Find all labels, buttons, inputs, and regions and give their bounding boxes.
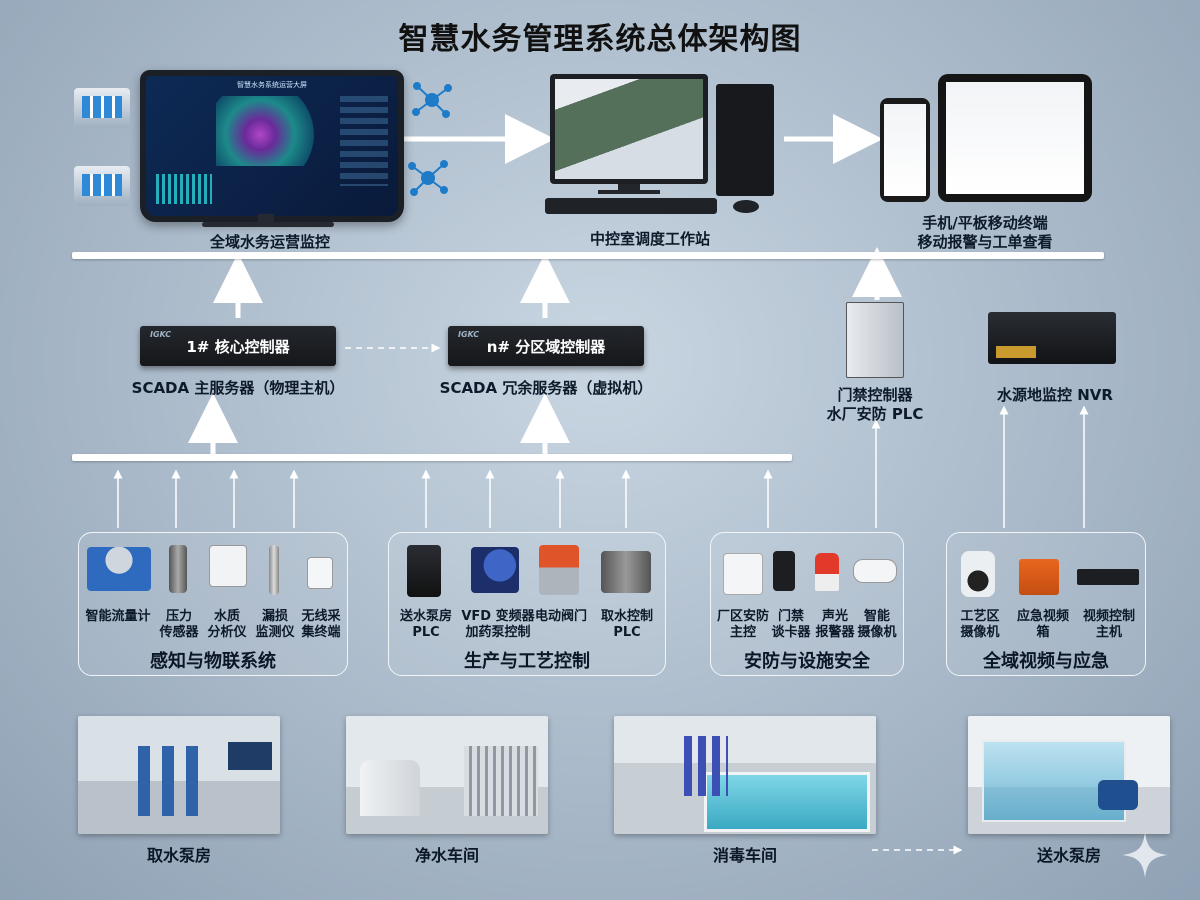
group-title: 生产与工艺控制 [464,651,590,672]
device-label: 谈卡器 [771,625,811,640]
mouse [733,200,759,213]
device-label: 智能流量计 [85,609,151,624]
core-caption: SCADA 主服务器（物理主机） [131,379,345,397]
network-node-icon [408,158,448,198]
device-label: 取水控制 [600,609,653,624]
purification-workshop-photo [346,716,548,834]
water-analyzer-icon [209,545,247,587]
group-title: 感知与物联系统 [150,651,276,672]
electric-valve-icon [539,545,579,595]
device-label: 电动阀门 [534,609,587,624]
device-label: 送水泵房 [399,609,452,624]
supply-pump-room-photo [968,716,1170,834]
camera-icon [853,559,897,583]
device-label: 分析仪 [207,625,247,640]
mobile-label-line1: 手机/平板移动终端 [922,214,1048,232]
phone-device [880,98,930,202]
intake-pump-room-photo [78,716,280,834]
water-gate-icon [74,166,130,206]
workstation-monitor [550,74,708,184]
device-label: 加药泵控制 [465,625,531,640]
flow-meter-icon [87,547,151,591]
device-label: PLC [613,625,641,640]
device-label: 工艺区 [960,609,1000,624]
mobile-label-line2: 移动报警与工单查看 [917,233,1053,251]
group-security: 厂区安防 主控 门禁 谈卡器 声光 报警器 智能 摄像机 安防与设施安全 [710,532,904,676]
device-label: 主控 [729,625,756,640]
door-label-line2: 水厂安防 PLC [826,405,924,423]
field-network-bus [72,454,792,461]
device-label: 报警器 [815,625,855,640]
device-label: 声光 [821,609,848,624]
group-video: 工艺区 摄像机 应急视频 箱 视频控制 主机 全域视频与应急 [946,532,1146,676]
group-production: 送水泵房 PLC VFD 变频器 加药泵控制 电动阀门 取水控制 PLC 生产与… [388,532,666,676]
zone-controller: IGKC n# 分区域控制器 [448,326,644,366]
core-controller: IGKC 1# 核心控制器 [140,326,336,366]
device-label: 主机 [1095,625,1122,640]
workstation-label: 中控室调度工作站 [589,230,710,248]
sparkle-icon [1120,830,1170,880]
screen-title: 智慧水务系统运营大屏 [237,81,307,89]
keyboard [545,198,717,214]
disinfection-workshop-photo [614,716,876,834]
network-node-icon [412,80,452,120]
device-label: 视频控制 [1082,609,1135,624]
alarm-icon [815,553,839,591]
facility-label: 消毒车间 [712,846,777,865]
group-title: 全域视频与应急 [983,651,1109,672]
wireless-terminal-icon [307,557,333,589]
pc-tower [716,84,774,196]
nvr-label: 水源地监控 NVR [997,386,1113,404]
china-map-graphic [216,96,326,166]
video-host-icon [1077,569,1139,585]
emergency-video-box-icon [1019,559,1059,595]
device-label: 摄像机 [857,625,897,640]
facility-label: 取水泵房 [146,846,211,865]
operations-display: 智慧水务系统运营大屏 [140,70,404,222]
water-gate-icon [74,88,130,128]
monitor-label: 全域水务运营监控 [209,233,330,251]
bar-graphic [156,174,212,204]
door-label-line1: 门禁控制器 [837,386,913,404]
device-label: 水质 [213,609,240,624]
intake-plc-icon [601,551,651,593]
device-label: 压力 [165,609,192,624]
ptz-camera-icon [961,551,995,597]
facility-label: 净水车间 [414,846,479,865]
device-label: 智能 [863,609,890,624]
plc-cabinet-icon [407,545,441,597]
card-reader-icon [773,551,795,591]
device-label: 漏损 [261,609,288,624]
device-label: VFD 变频器 [461,609,535,624]
group-sensing: 智能流量计 压力 传感器 水质 分析仪 漏损 监测仪 无线采 集终端 感知与物联… [78,532,348,676]
device-label: 门禁 [777,609,804,624]
group-title: 安防与设施安全 [744,651,870,672]
page-title: 智慧水务管理系统总体架构图 [398,22,802,57]
device-label: PLC [412,625,440,640]
pressure-sensor-icon [169,545,187,593]
device-label: 摄像机 [960,625,1000,640]
dosing-pump-icon [471,547,519,593]
security-panel-icon [723,553,763,595]
core-controller-label: 1# 核心控制器 [186,337,290,356]
device-label: 厂区安防 [716,609,769,624]
top-network-bus [72,252,1104,259]
device-label: 无线采 [301,609,341,624]
zone-caption: SCADA 冗余服务器（虚拟机） [439,379,653,397]
nvr-device [988,312,1116,364]
device-label: 集终端 [301,625,341,640]
leak-monitor-icon [269,545,279,595]
device-label: 箱 [1036,625,1050,640]
facility-label: 送水泵房 [1036,846,1101,865]
zone-controller-label: n# 分区域控制器 [486,337,606,356]
device-label: 传感器 [159,625,199,640]
door-controller-cabinet [846,302,904,378]
tablet-device [938,74,1092,202]
device-label: 监测仪 [255,625,295,640]
device-label: 应急视频 [1016,609,1069,624]
